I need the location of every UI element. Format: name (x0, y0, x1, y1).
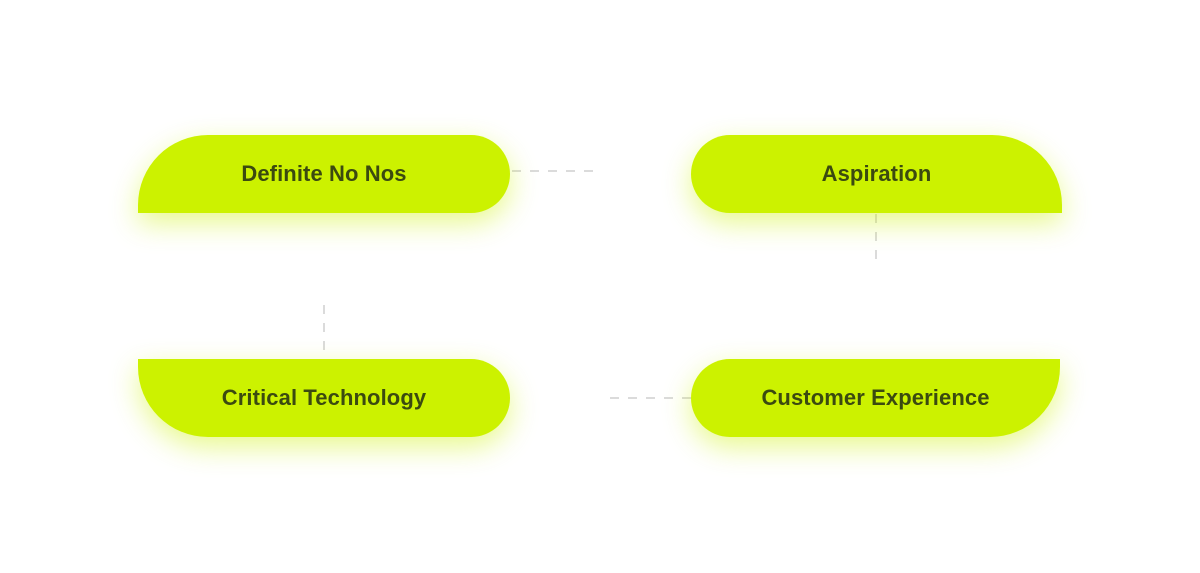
node-label: Customer Experience (761, 385, 990, 410)
node-label: Critical Technology (221, 385, 427, 410)
node-label: Aspiration (821, 161, 932, 186)
node-critical-technology: Critical Technology (138, 359, 510, 437)
node-label: Definite No Nos (241, 161, 407, 186)
node-customer-experience: Customer Experience (691, 359, 1060, 437)
node-aspiration: Aspiration (691, 135, 1062, 213)
node-definite-no-nos: Definite No Nos (138, 135, 510, 213)
